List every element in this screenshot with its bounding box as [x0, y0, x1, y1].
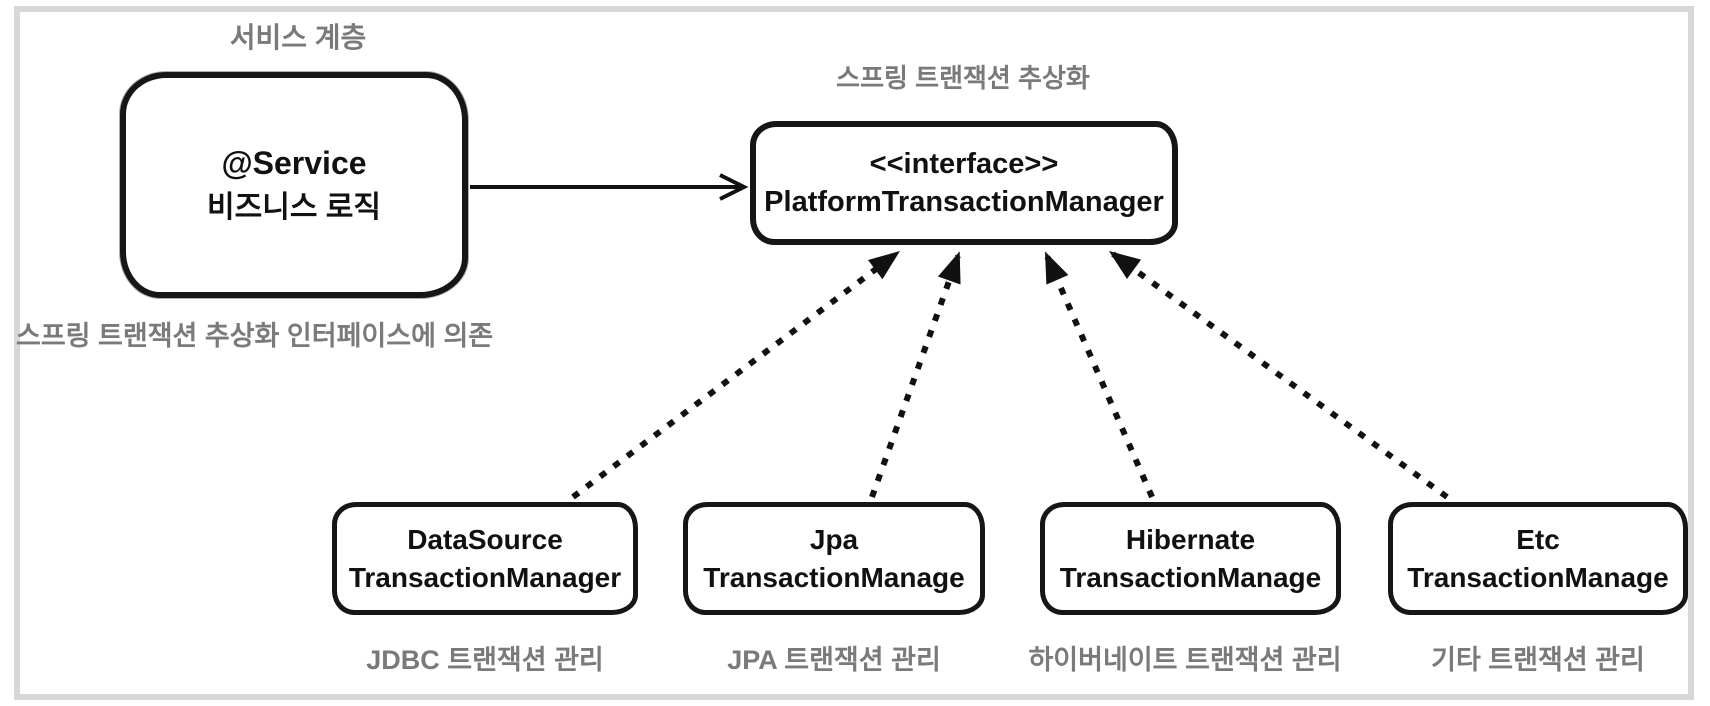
hibernate-caption: 하이버네이트 트랜잭션 관리: [1028, 645, 1342, 675]
interface-name: PlatformTransactionManager: [764, 186, 1164, 218]
diagram-outer-frame: [14, 6, 1694, 700]
impl-node-line2: TransactionManage: [1407, 561, 1669, 593]
impl-node-line1: DataSource: [407, 523, 563, 555]
interface-stereotype: <<interface>>: [869, 147, 1059, 180]
impl-node-line2: TransactionManage: [1059, 561, 1322, 593]
datasource-transaction-manager-node: DataSource TransactionManager: [332, 502, 638, 615]
impl-node-line1: Hibernate: [1125, 523, 1256, 555]
service-node-description: 비즈니스 로직: [207, 191, 381, 225]
platform-transaction-manager-node: <<interface>> PlatformTransactionManager: [750, 121, 1178, 245]
jpa-transaction-manager-node: Jpa TransactionManage: [683, 502, 985, 615]
depends-on-abstraction-note: 스프링 트랜잭션 추상화 인터페이스에 의존: [16, 321, 494, 351]
spring-abstraction-label: 스프링 트랜잭션 추상화: [836, 63, 1090, 93]
etc-caption: 기타 트랜잭션 관리: [1431, 645, 1645, 675]
impl-node-line1: Etc: [1516, 523, 1560, 555]
etc-transaction-manager-node: Etc TransactionManage: [1388, 502, 1688, 615]
impl-node-line2: TransactionManager: [348, 561, 622, 593]
service-node-annotation: @Service: [221, 145, 367, 182]
impl-node-line1: Jpa: [809, 523, 859, 555]
service-node: @Service 비즈니스 로직: [120, 72, 468, 298]
service-layer-label: 서비스 계층: [229, 22, 367, 53]
jpa-caption: JPA 트랜잭션 관리: [727, 645, 941, 675]
impl-node-line2: TransactionManage: [703, 561, 965, 593]
hibernate-transaction-manager-node: Hibernate TransactionManage: [1040, 502, 1341, 615]
jdbc-caption: JDBC 트랜잭션 관리: [366, 645, 604, 675]
